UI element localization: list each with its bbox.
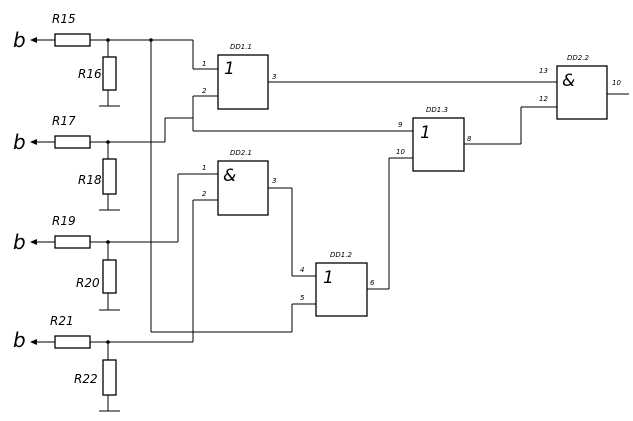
resistor-label-r18: R18 bbox=[78, 173, 102, 187]
resistor-label-r17: R17 bbox=[52, 114, 76, 128]
pin-dd2-1-out: 3 bbox=[272, 177, 276, 185]
gate-ref-dd1-1: DD1.1 bbox=[230, 43, 252, 51]
input-arrow-3 bbox=[30, 239, 37, 245]
input-label-3: b bbox=[13, 230, 26, 254]
pin-dd2-2-in-b: 12 bbox=[539, 95, 548, 103]
input-arrow-2 bbox=[30, 139, 37, 145]
resistor-r22 bbox=[102, 359, 117, 396]
gate-symbol-dd1-2: 1 bbox=[323, 268, 334, 288]
gate-dd2-2: DD2.2 & 13 12 10 bbox=[539, 54, 621, 120]
input-stage-4: b R21 R22 bbox=[13, 314, 193, 412]
gate-ref-dd1-2: DD1.2 bbox=[330, 251, 352, 259]
pin-dd1-3-out: 8 bbox=[467, 135, 472, 143]
resistor-r16 bbox=[102, 56, 117, 91]
input-stage-3: b R19 R20 bbox=[13, 214, 178, 311]
resistor-label-r22: R22 bbox=[74, 372, 98, 386]
pin-dd1-1-in-a: 1 bbox=[202, 60, 206, 68]
input-arrow-1 bbox=[30, 37, 37, 43]
resistor-label-r21: R21 bbox=[50, 314, 74, 328]
pin-dd1-3-in-a: 9 bbox=[398, 121, 403, 129]
gate-dd1-1: DD1.1 1 1 2 3 bbox=[202, 43, 276, 110]
gate-symbol-dd1-3: 1 bbox=[420, 123, 431, 143]
resistor-label-r19: R19 bbox=[52, 214, 76, 228]
resistor-r15 bbox=[54, 33, 91, 47]
pin-dd1-1-in-b: 2 bbox=[202, 87, 207, 95]
input-label-1: b bbox=[13, 28, 26, 52]
gate-symbol-dd2-2: & bbox=[562, 71, 575, 91]
resistor-r20 bbox=[102, 259, 117, 294]
pin-dd2-1-in-a: 1 bbox=[202, 164, 206, 172]
resistor-label-r20: R20 bbox=[76, 276, 100, 290]
resistor-label-r16: R16 bbox=[78, 67, 102, 81]
pin-dd1-2-in-b: 5 bbox=[300, 294, 305, 302]
pin-dd1-2-in-a: 4 bbox=[300, 266, 304, 274]
pin-dd1-1-out: 3 bbox=[272, 73, 276, 81]
input-stage-2: b R17 R18 bbox=[13, 114, 165, 211]
input-label-2: b bbox=[13, 130, 26, 154]
interconnect-wiring bbox=[149, 38, 629, 342]
gate-dd1-2: DD1.2 1 4 5 6 bbox=[300, 251, 375, 317]
gate-ref-dd2-2: DD2.2 bbox=[567, 54, 589, 62]
input-stage-1: b R15 R16 bbox=[13, 12, 193, 107]
pin-dd1-2-out: 6 bbox=[370, 279, 375, 287]
pin-dd2-1-in-b: 2 bbox=[202, 190, 207, 198]
pin-dd2-2-out: 10 bbox=[612, 79, 621, 87]
gate-ref-dd2-1: DD2.1 bbox=[230, 149, 252, 157]
resistor-label-r15: R15 bbox=[52, 12, 76, 26]
input-arrow-4 bbox=[30, 339, 37, 345]
gate-symbol-dd2-1: & bbox=[223, 166, 236, 186]
pin-dd1-3-in-b: 10 bbox=[396, 148, 405, 156]
resistor-r19 bbox=[54, 235, 91, 249]
resistor-r17 bbox=[54, 135, 91, 149]
input-label-4: b bbox=[13, 328, 26, 352]
gate-dd1-3: DD1.3 1 9 10 8 bbox=[396, 106, 472, 172]
resistor-r21 bbox=[54, 335, 91, 349]
gate-dd2-1: DD2.1 & 1 2 3 bbox=[202, 149, 276, 216]
gate-ref-dd1-3: DD1.3 bbox=[426, 106, 448, 114]
gate-symbol-dd1-1: 1 bbox=[224, 59, 235, 79]
pin-dd2-2-in-a: 13 bbox=[539, 67, 548, 75]
resistor-r18 bbox=[102, 158, 117, 195]
